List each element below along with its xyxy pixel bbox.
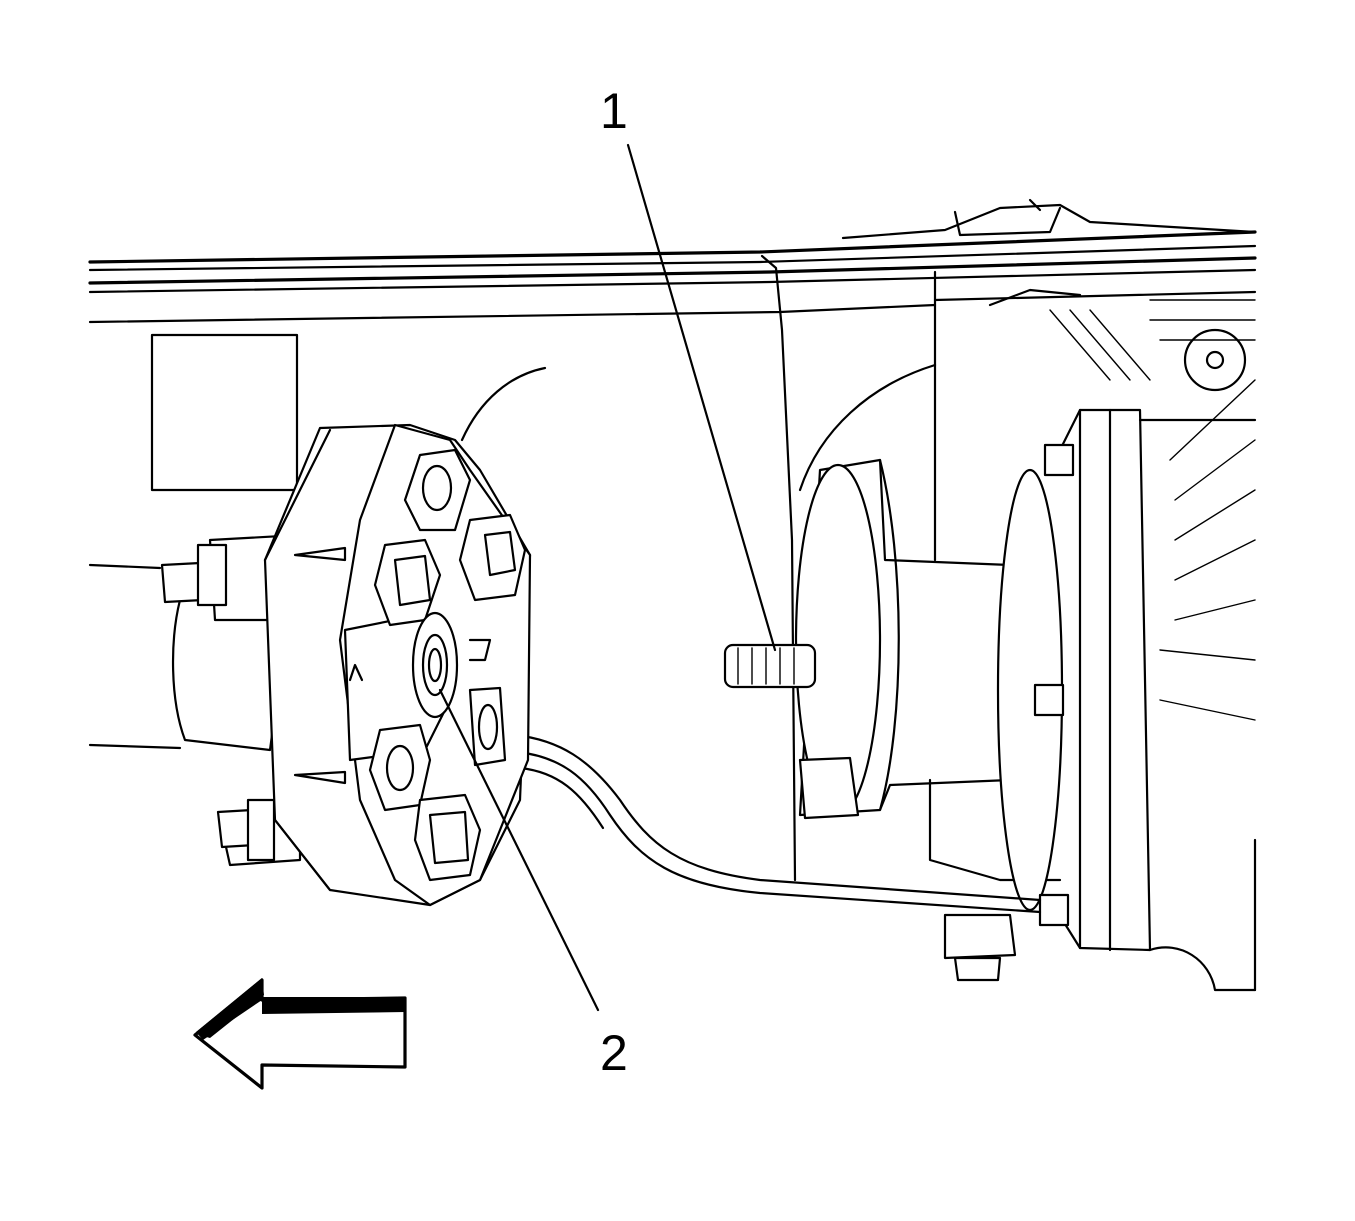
callout-1: 1 xyxy=(600,83,777,652)
transmission-extension-housing xyxy=(794,299,1257,992)
coupling-bolt-top xyxy=(403,448,472,532)
exhaust-pipe xyxy=(513,733,1042,914)
callout-1-label: 1 xyxy=(600,83,628,139)
phantom-arc-left xyxy=(460,366,547,442)
output-shaft-stud xyxy=(723,643,817,689)
arrow-left-icon xyxy=(193,978,407,1090)
frame-label-plate xyxy=(150,333,299,492)
coupling-bolt-bottom xyxy=(413,793,482,882)
callout-2: 2 xyxy=(438,688,628,1081)
phantom-arc-right xyxy=(798,363,937,492)
coupling-bolt-right xyxy=(468,686,507,767)
callout-2-label: 2 xyxy=(600,1025,628,1081)
coupling-bolt-upper-right xyxy=(458,513,527,602)
centering-pilot-bore xyxy=(411,611,459,719)
flex-coupling-disc xyxy=(263,423,532,907)
coupling-bolt-left xyxy=(373,538,442,627)
